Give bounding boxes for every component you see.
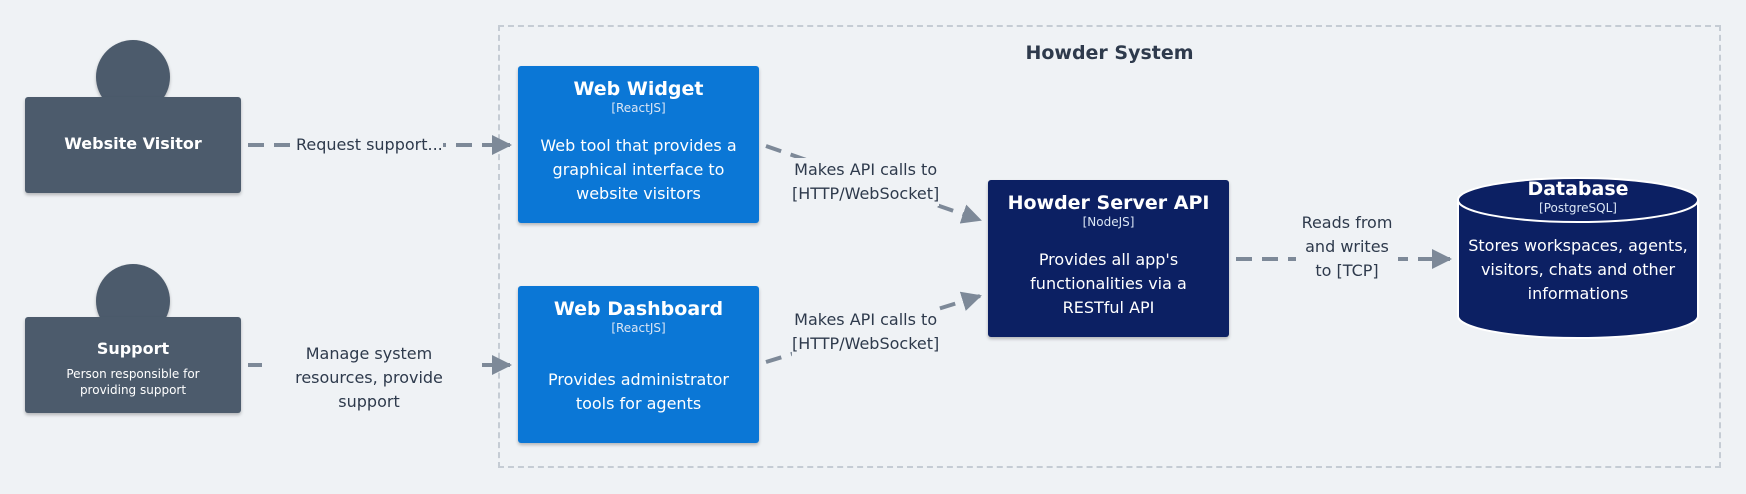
web-dashboard-container[interactable]: Web Dashboard [ReactJS] Provides adminis… xyxy=(518,286,759,443)
web-widget-description: Web tool that provides a graphical inter… xyxy=(540,136,737,203)
system-boundary-title: Howder System xyxy=(1025,42,1194,64)
web-dashboard-description: Provides administrator tools for agents xyxy=(548,370,729,413)
server-api-title: Howder Server API xyxy=(1007,192,1210,214)
edge-label-widget-api-line1: Makes API calls to xyxy=(794,160,938,179)
web-widget-container[interactable]: Web Widget [ReactJS] Web tool that provi… xyxy=(518,66,759,223)
server-api-container[interactable]: Howder Server API [NodeJS] Provides all … xyxy=(988,180,1229,337)
support-description: Person responsible for providing support xyxy=(66,367,200,397)
website-visitor-name: Website Visitor xyxy=(64,134,202,153)
support-person[interactable]: Support Person responsible for providing… xyxy=(25,317,241,413)
database-description: Stores workspaces, agents, visitors, cha… xyxy=(1468,236,1688,303)
support-name: Support xyxy=(96,339,170,358)
edge-label-dashboard-api-line2: [HTTP/WebSocket] xyxy=(792,334,940,353)
edge-label-dashboard-api-line1: Makes API calls to xyxy=(794,310,938,329)
edge-label-widget-api: Makes API calls to [HTTP/WebSocket] xyxy=(792,158,940,206)
website-visitor-person[interactable]: Website Visitor xyxy=(25,97,241,193)
edge-label-request-support: Request support... xyxy=(296,133,443,157)
database-title: Database xyxy=(1527,178,1629,200)
database-technology: [PostgreSQL] xyxy=(1539,201,1617,215)
web-dashboard-technology: [ReactJS] xyxy=(611,321,666,335)
edge-label-api-database: Reads from and writes to [TCP] xyxy=(1296,211,1398,283)
web-widget-title: Web Widget xyxy=(573,78,704,100)
edge-label-widget-api-line2: [HTTP/WebSocket] xyxy=(792,184,940,203)
edge-label-manage-resources: Manage system resources, provide support xyxy=(262,342,476,414)
system-boundary: Howder System xyxy=(498,25,1721,468)
edge-label-dashboard-api: Makes API calls to [HTTP/WebSocket] xyxy=(792,308,940,356)
web-widget-technology: [ReactJS] xyxy=(611,101,666,115)
server-api-technology: [NodeJS] xyxy=(1082,215,1135,229)
database-cylinder-icon[interactable] xyxy=(1456,170,1702,346)
server-api-description: Provides all app's functionalities via a… xyxy=(1030,250,1187,317)
web-dashboard-title: Web Dashboard xyxy=(553,298,724,320)
database-container: Database [PostgreSQL] Stores workspaces,… xyxy=(1458,178,1698,306)
